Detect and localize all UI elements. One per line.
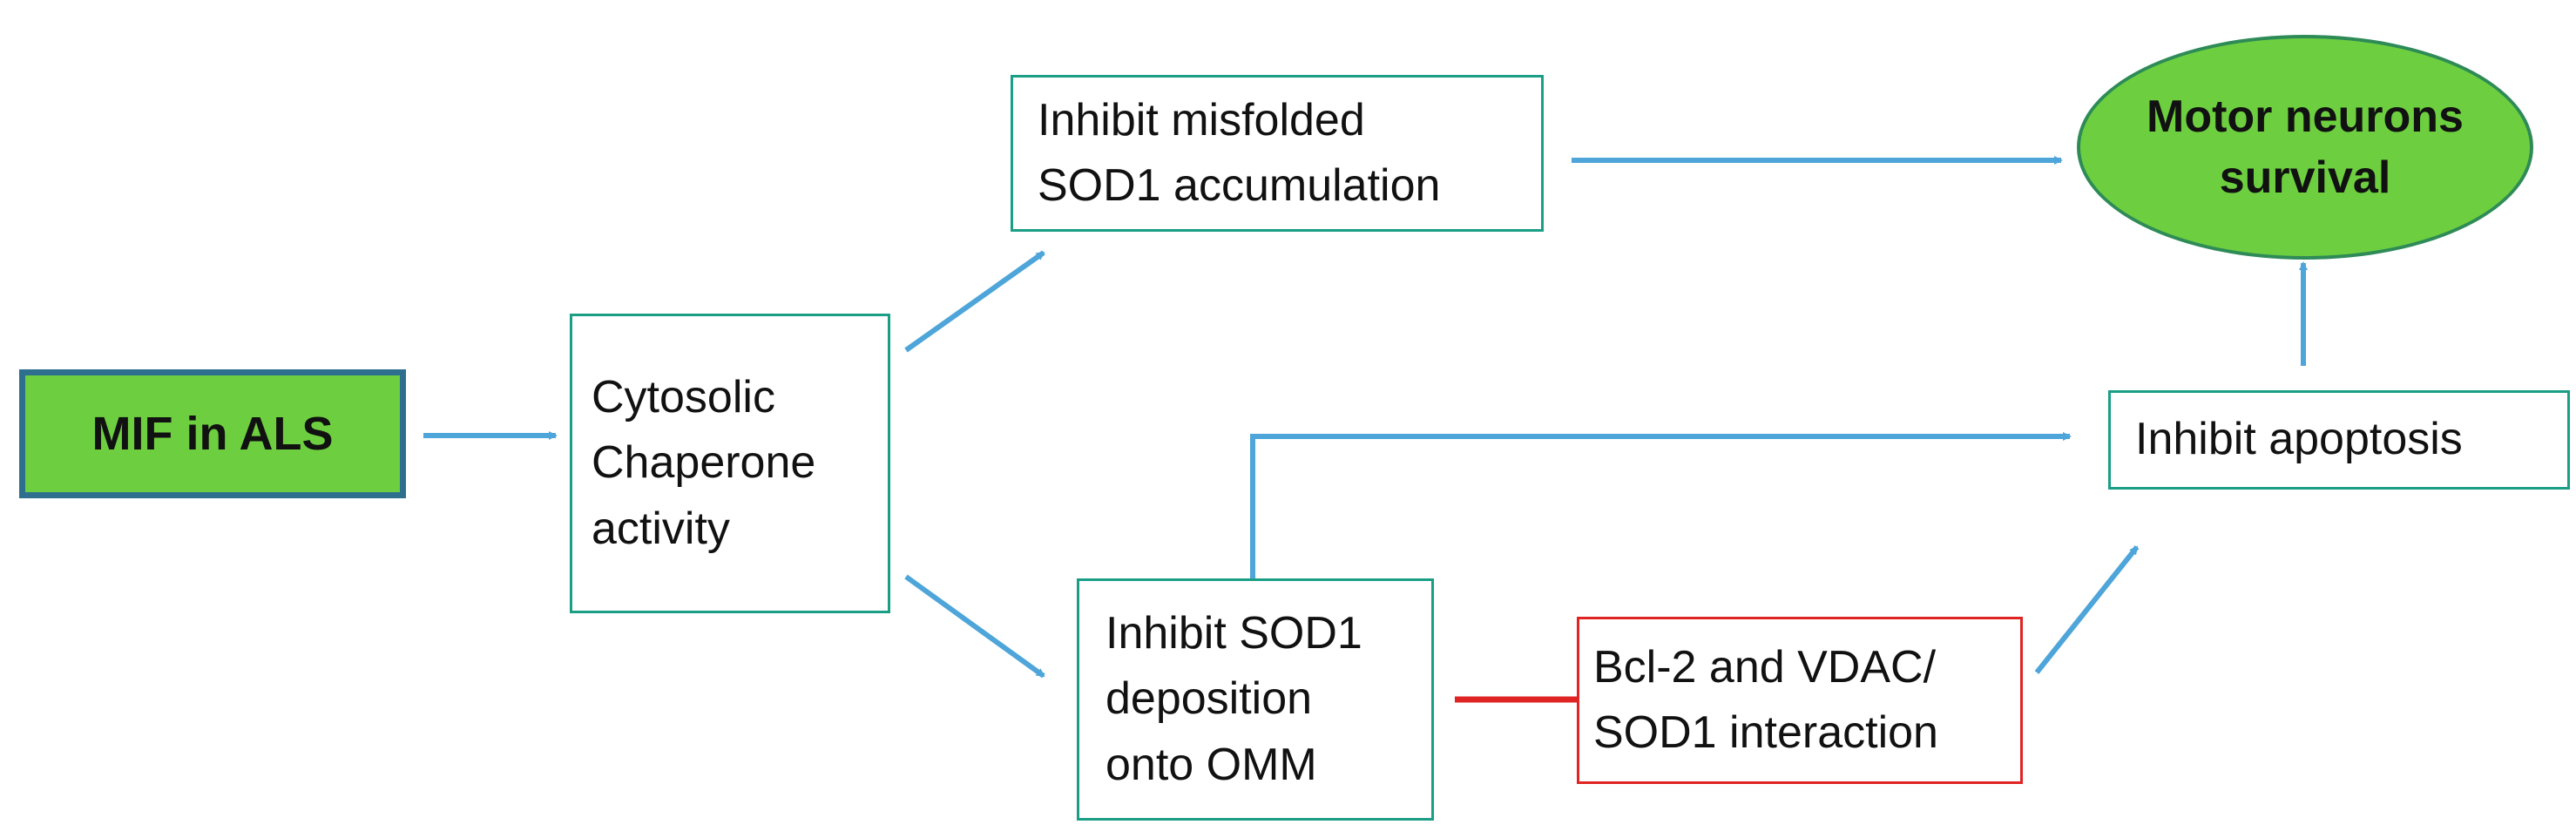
node-cytosolic-line-1: Cytosolic — [592, 371, 775, 422]
node-motor-neurons-survival: Motor neurons survival — [2077, 35, 2533, 260]
node-inhibit-misfolded: Inhibit misfolded SOD1 accumulation — [1011, 75, 1544, 232]
node-inhibit-sod1-deposition: Inhibit SOD1 deposition onto OMM — [1077, 578, 1434, 821]
node-bcl2-vdac-interaction: Bcl-2 and VDAC/ SOD1 interaction — [1577, 617, 2023, 784]
node-inhibit-apoptosis: Inhibit apoptosis — [2108, 390, 2570, 490]
arrow-cytosolic-to-deposition — [904, 574, 1045, 679]
node-mif-line-1: MIF in ALS — [91, 408, 334, 460]
node-mif-in-als: MIF in ALS — [19, 369, 406, 498]
node-bcl2-line-2: SOD1 interaction — [1593, 707, 1938, 758]
node-cytosolic-chaperone: Cytosolic Chaperone activity — [570, 314, 890, 613]
arrow-bcl2-to-apoptosis — [2034, 545, 2140, 674]
node-apoptosis-line-1: Inhibit apoptosis — [2135, 414, 2463, 465]
node-misfolded-line-1: Inhibit misfolded — [1038, 94, 1365, 145]
node-deposition-line-1: Inhibit SOD1 — [1105, 607, 1362, 659]
node-misfolded-line-2: SOD1 accumulation — [1038, 160, 1441, 211]
node-cytosolic-line-2: Chaperone — [592, 437, 816, 489]
node-survival-line-2: survival — [2219, 152, 2391, 203]
node-deposition-line-3: onto OMM — [1105, 739, 1317, 790]
node-deposition-line-2: deposition — [1105, 673, 1313, 725]
arrow-deposition-to-apoptosis — [1250, 432, 2072, 578]
arrow-cytosolic-to-misfolded — [904, 250, 1045, 353]
node-cytosolic-line-3: activity — [592, 503, 730, 554]
node-bcl2-line-1: Bcl-2 and VDAC/ — [1593, 641, 1937, 693]
node-survival-line-1: Motor neurons — [2147, 91, 2464, 142]
